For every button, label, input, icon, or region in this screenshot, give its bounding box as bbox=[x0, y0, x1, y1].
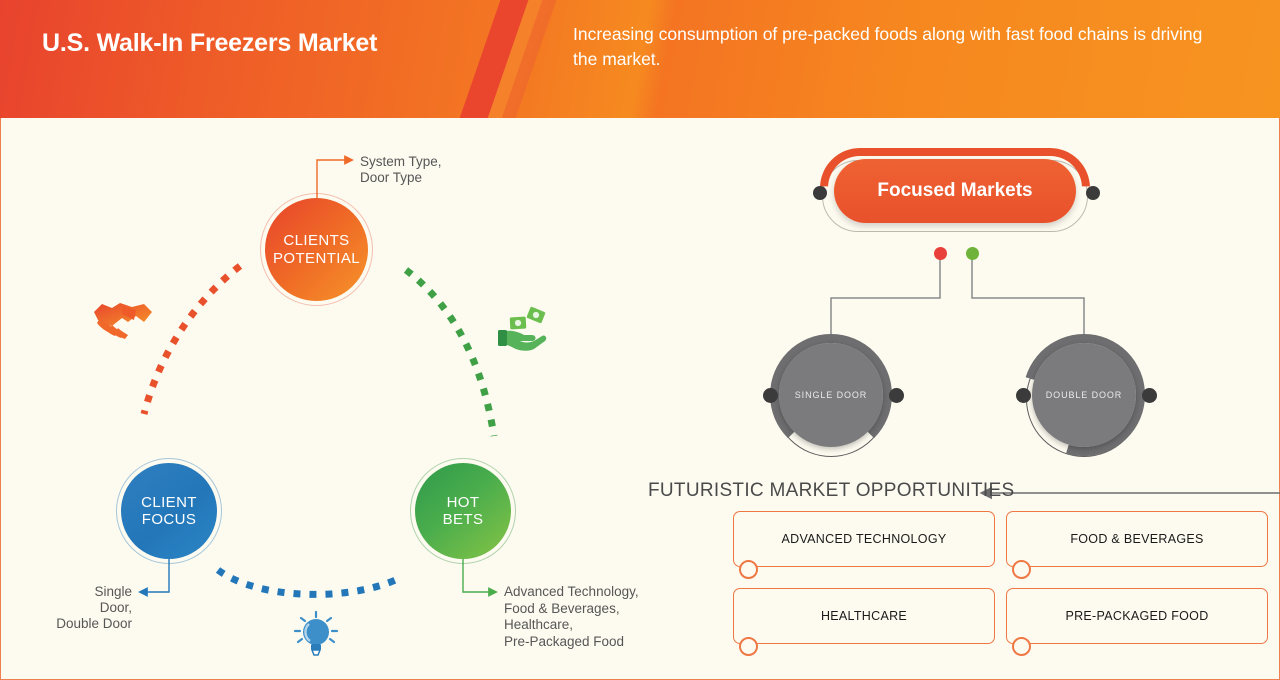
opportunity-ring-food-beverages bbox=[1012, 560, 1031, 579]
red-pin bbox=[934, 247, 947, 260]
hot-bets-line1: HOT bbox=[446, 493, 480, 511]
header-subtitle: Increasing consumption of pre-packed foo… bbox=[573, 24, 1203, 69]
client-focus-line1: CLIENT bbox=[141, 493, 197, 511]
futuristic-section-title: FUTURISTIC MARKET OPPORTUNITIES bbox=[648, 480, 1015, 501]
callout-clients-potential: System Type, Door Type bbox=[360, 154, 442, 186]
bubble-client-focus[interactable]: CLIENT FOCUS bbox=[116, 458, 222, 564]
opportunity-ring-advanced-technology bbox=[739, 560, 758, 579]
bubble-label-line1: CLIENTS bbox=[273, 232, 360, 249]
callout-line3: Double Door bbox=[56, 616, 132, 631]
opportunity-label: HEALTHCARE bbox=[820, 609, 908, 623]
green-pin bbox=[966, 247, 979, 260]
door-node-single[interactable]: SINGLE DOOR bbox=[770, 334, 892, 457]
callout-line4: Pre-Packaged Food bbox=[504, 633, 625, 649]
opportunity-box-food-beverages[interactable]: FOOD & BEVERAGES bbox=[1006, 511, 1268, 567]
callout-line1: System Type, bbox=[360, 154, 442, 169]
focused-markets-group[interactable]: Focused Markets bbox=[810, 146, 1100, 242]
callout-hot-bets: Advanced Technology, Food & Beverages, H… bbox=[504, 584, 639, 650]
header-banner: U.S. Walk-In Freezers Market Increasing … bbox=[0, 0, 1280, 118]
callout-line1: Advanced Technology, bbox=[504, 584, 639, 599]
clients-potential-line1: CLIENTS bbox=[283, 232, 350, 250]
door-dot-single-right bbox=[889, 388, 904, 403]
opportunity-label: ADVANCED TECHNOLOGY bbox=[781, 532, 947, 546]
door-dot-double-left bbox=[1016, 388, 1031, 403]
clients-potential-line2: POTENTIAL bbox=[273, 249, 360, 267]
opportunity-box-advanced-technology[interactable]: ADVANCED TECHNOLOGY bbox=[733, 511, 995, 567]
callout-line3: Healthcare, bbox=[504, 617, 574, 632]
callout-line2: Door Type bbox=[360, 170, 423, 185]
opportunity-ring-healthcare bbox=[739, 637, 758, 656]
door-label-single: SINGLE DOOR bbox=[779, 343, 883, 447]
focused-markets-dot-left bbox=[813, 186, 827, 200]
callout-client-focus: Single Door, Double Door bbox=[44, 584, 132, 632]
bubble-hot-bets[interactable]: HOT BETS bbox=[410, 458, 516, 564]
callout-line2: Door, bbox=[99, 600, 132, 615]
opportunity-box-pre-packaged-food[interactable]: PRE-PACKAGED FOOD bbox=[1006, 588, 1268, 644]
opportunity-ring-pre-packaged-food bbox=[1012, 637, 1031, 656]
focused-markets-label[interactable]: Focused Markets bbox=[834, 159, 1076, 223]
callout-line2: Food & Beverages, bbox=[504, 600, 620, 616]
callout-line1: Single bbox=[94, 584, 132, 599]
hot-bets-line2: BETS bbox=[442, 511, 484, 528]
page-title: U.S. Walk-In Freezers Market bbox=[42, 29, 378, 57]
door-node-double[interactable]: DOUBLE DOOR bbox=[1001, 312, 1167, 478]
client-focus-line2: FOCUS bbox=[141, 511, 197, 528]
bubble-clients-potential[interactable]: CLIENTS POTENTIAL bbox=[260, 193, 373, 306]
door-label-double: DOUBLE DOOR bbox=[1032, 343, 1136, 447]
opportunity-label: FOOD & BEVERAGES bbox=[1070, 532, 1204, 546]
door-dot-double-right bbox=[1142, 388, 1157, 403]
opportunity-label: PRE-PACKAGED FOOD bbox=[1065, 609, 1209, 623]
focused-markets-dot-right bbox=[1086, 186, 1100, 200]
opportunity-box-healthcare[interactable]: HEALTHCARE bbox=[733, 588, 995, 644]
door-dot-single-left bbox=[763, 388, 778, 403]
